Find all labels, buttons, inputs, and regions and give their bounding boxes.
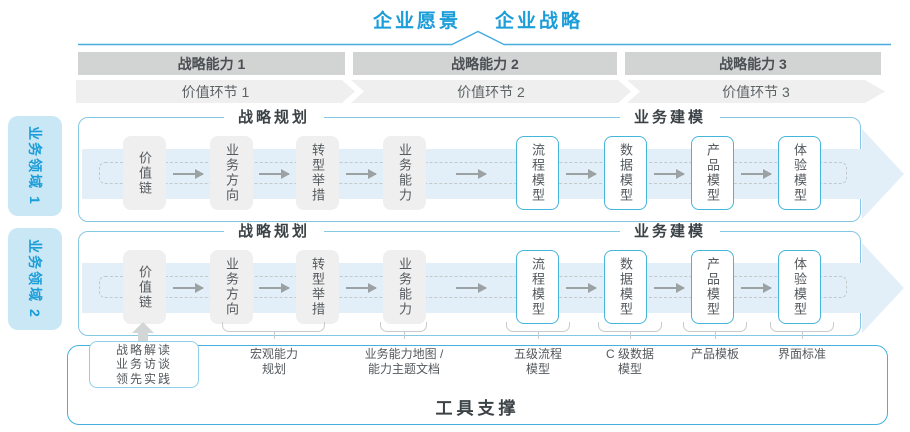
flow-arrow — [173, 283, 204, 293]
flow-arrow — [259, 169, 290, 179]
flow-arrow — [173, 169, 204, 179]
box-experience-model: 体验模型 — [778, 250, 821, 324]
flow-arrow — [456, 169, 487, 179]
box-business-direction: 业务方向 — [210, 136, 253, 210]
label-c-level-data-model: C 级数据 模型 — [602, 347, 658, 376]
label-macro-capability-planning: 宏观能力 规划 — [246, 347, 302, 376]
domain-tab-1-label: 业务领域 1 — [27, 126, 43, 206]
domain-tab-2: 业务领域 2 — [8, 228, 62, 330]
brace-connector — [222, 322, 325, 339]
flow-arrow — [654, 169, 685, 179]
capability-bar-2: 战略能力 2 — [353, 52, 617, 75]
flow-band-arrowhead — [862, 243, 904, 333]
up-arrow-icon — [138, 333, 148, 342]
flow-arrow — [566, 169, 597, 179]
flow-arrow — [346, 283, 377, 293]
brace-connector — [598, 322, 662, 339]
box-transformation-initiatives: 转型举措 — [296, 136, 339, 210]
flow-band-arrowhead — [862, 129, 904, 219]
box-business-capability: 业务能力 — [383, 250, 426, 324]
flow-arrow — [346, 169, 377, 179]
value-link-2: 价值环节 2 — [351, 80, 631, 103]
capability-bar-1: 战略能力 1 — [78, 52, 345, 75]
label-capability-map-docs: 业务能力地图 / 能力主题文档 — [361, 347, 447, 376]
enterprise-vision-title: 企业愿景 — [373, 11, 462, 32]
label-level5-process-model: 五级流程 模型 — [510, 347, 566, 376]
box-transformation-initiatives: 转型举措 — [296, 250, 339, 324]
box-business-direction: 业务方向 — [210, 250, 253, 324]
dashed-track — [99, 162, 847, 184]
flow-arrow — [259, 283, 290, 293]
title-underline-peak — [78, 30, 891, 46]
box-value-chain: 价值链 — [123, 136, 166, 210]
value-link-1: 价值环节 1 — [76, 80, 355, 103]
flow-arrow — [566, 283, 597, 293]
box-business-capability: 业务能力 — [383, 136, 426, 210]
flow-arrow — [654, 283, 685, 293]
box-process-model: 流程模型 — [516, 250, 559, 324]
box-product-model: 产品模型 — [691, 136, 734, 210]
modeling-header: 业务建模 — [619, 222, 721, 242]
flow-arrow — [741, 169, 772, 179]
label-ui-standard: 界面标准 — [774, 347, 830, 362]
domain-row-1: 战略规划 业务建模 价值链 业务方向 转型举措 业务能力 流程模型 数据模型 产… — [78, 108, 904, 222]
up-arrow-icon — [132, 322, 154, 333]
flow-arrow — [741, 283, 772, 293]
dashed-track — [99, 276, 847, 298]
box-data-model: 数据模型 — [604, 250, 647, 324]
capability-bars: 战略能力 1 战略能力 2 战略能力 3 — [78, 52, 881, 75]
planning-header: 战略规划 — [223, 222, 325, 242]
domain-tab-2-label: 业务领域 2 — [27, 239, 43, 319]
brace-connector — [380, 322, 427, 339]
flow-arrow — [456, 283, 487, 293]
domain-tab-1: 业务领域 1 — [8, 116, 62, 216]
brace-connector — [770, 322, 834, 339]
box-product-model: 产品模型 — [691, 250, 734, 324]
tool-support-container: 工具支撑 — [67, 345, 888, 425]
modeling-header: 业务建模 — [619, 108, 721, 128]
capability-bar-3: 战略能力 3 — [625, 52, 881, 75]
box-process-model: 流程模型 — [516, 136, 559, 210]
box-data-model: 数据模型 — [604, 136, 647, 210]
domain-row-2: 战略规划 业务建模 价值链 业务方向 转型举措 业务能力 流程模型 数据模型 产… — [78, 222, 904, 336]
practice-line: 战略解读 — [115, 342, 172, 357]
brace-connector — [683, 322, 747, 339]
box-value-chain: 价值链 — [123, 250, 166, 324]
top-titles: 企业愿景 企业战略 — [373, 6, 583, 33]
tool-support-label: 工具支撑 — [435, 399, 520, 418]
label-product-template: 产品模板 — [687, 347, 743, 362]
box-experience-model: 体验模型 — [778, 136, 821, 210]
planning-header: 战略规划 — [223, 108, 325, 128]
practice-line: 领先实践 — [115, 371, 172, 386]
value-link-3: 价值环节 3 — [627, 80, 885, 103]
enterprise-strategy-title: 企业战略 — [495, 11, 584, 32]
practice-line: 业务访谈 — [115, 357, 172, 372]
brace-connector — [506, 322, 570, 339]
practice-methods-box: 战略解读 业务访谈 领先实践 — [89, 341, 199, 388]
